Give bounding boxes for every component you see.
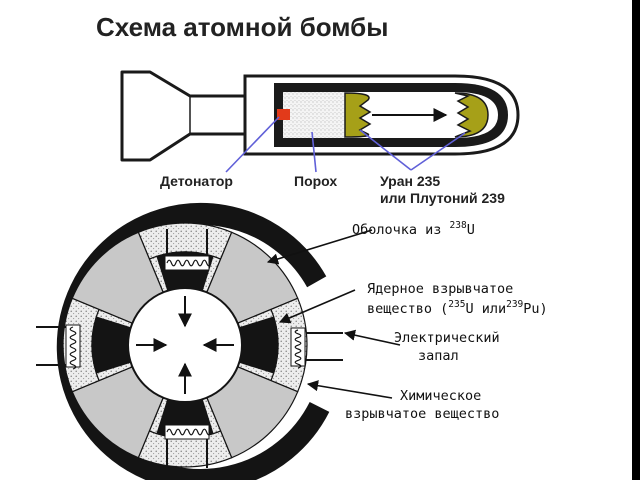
page-title: Схема атомной бомбы <box>96 12 389 42</box>
fuse-top <box>164 255 212 271</box>
label-chemical-1: Химическое <box>400 388 481 404</box>
label-powder: Порох <box>294 173 337 189</box>
implosion-bomb: Оболочка из 238U Ядерное взрывчатое веще… <box>36 202 548 480</box>
bomb-tail-fin <box>120 70 248 162</box>
label-shell: Оболочка из 238U <box>352 220 475 238</box>
label-fissile-2: или Плутоний 239 <box>380 190 505 206</box>
label-fissile-1: Уран 235 <box>380 173 440 189</box>
implosion-arrows <box>136 296 234 394</box>
label-fuse-1: Электрический <box>394 330 500 346</box>
label-detonator: Детонатор <box>160 173 233 189</box>
label-fuse-2: запал <box>418 348 459 364</box>
fuse-right <box>290 327 306 369</box>
label-nuclear-2: вещество (235U или239Pu) <box>367 299 548 317</box>
uranium-slug-left <box>344 92 372 138</box>
core <box>127 287 243 403</box>
label-chemical-2: взрывчатое вещество <box>345 406 499 422</box>
powder <box>283 92 345 138</box>
fuse-left <box>65 324 81 370</box>
label-nuclear-1: Ядерное взрывчатое <box>367 281 513 297</box>
detonator <box>277 109 290 120</box>
uranium-target-right <box>454 92 489 138</box>
gun-type-bomb: Детонатор Порох Уран 235 или Плутоний 23… <box>120 70 520 206</box>
fuse-bottom <box>164 424 212 440</box>
